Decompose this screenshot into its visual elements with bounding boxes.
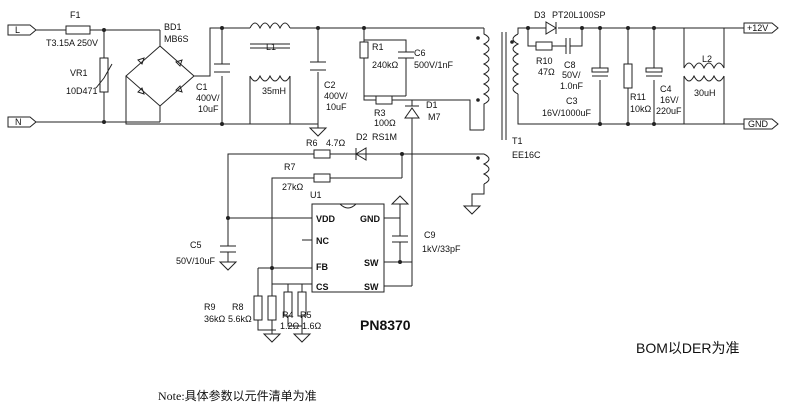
resistor-r3-value: 100Ω (374, 118, 396, 128)
resistor-r10-value: 47Ω (538, 67, 555, 77)
ic-u1-ref: U1 (310, 190, 322, 200)
terminal-out-pos-label: +12V (747, 23, 768, 33)
cs-resistors-r4-r5: R4 1.2Ω R5 1.6Ω (280, 283, 322, 343)
capacitor-c2-value1: 400V/ (324, 91, 348, 101)
inductor-l1-ref: L1 (266, 42, 276, 52)
terminal-out-pos: +12V (743, 22, 779, 34)
ic-pin-fb: FB (316, 262, 328, 272)
diode-d1-ref: D1 (426, 100, 438, 110)
resistor-r6-ref: R6 (306, 138, 318, 148)
capacitor-c2: C2 400V/ 10uF (308, 26, 348, 137)
bridge-bd1: BD1 MB6S (125, 22, 222, 125)
fuse-f1-value: T3.15A 250V (46, 38, 98, 48)
capacitor-c4-value1: 16V/ (660, 95, 679, 105)
diode-d2-value: RS1M (372, 132, 397, 142)
fuse-f1-ref: F1 (70, 10, 81, 20)
footer-note: Note:具体参数以元件清单为准 (158, 388, 317, 403)
inductor-l2-ref: L2 (702, 54, 712, 64)
ic-pin-vdd: VDD (316, 214, 336, 224)
ic-pin-cs: CS (316, 282, 329, 292)
resistor-r11-ref: R11 (630, 92, 646, 102)
varistor-vr1-value: 10D471 (66, 86, 98, 96)
snubber-r1-c6: R1 240kΩ C6 500V/1nF (359, 26, 454, 97)
fb-divider-r8-r9: R9 36kΩ R8 5.6kΩ (204, 267, 282, 343)
capacitor-c2-ref: C2 (324, 80, 336, 90)
capacitor-c4-value2: 220uF (656, 106, 682, 116)
resistor-r11: R11 10kΩ (623, 26, 652, 126)
varistor-vr1-ref: VR1 (70, 68, 88, 78)
varistor-vr1: VR1 10D471 (66, 28, 113, 124)
terminal-line-label: L (15, 25, 20, 35)
terminal-out-gnd-label: GND (748, 119, 769, 129)
capacitor-c2-value2: 10uF (326, 102, 347, 112)
bridge-bd1-ref: BD1 (164, 22, 182, 32)
resistor-r4-ref: R4 (282, 310, 294, 320)
capacitor-c3: C3 16V/1000uF (542, 26, 609, 126)
resistor-r5-value: 1.6Ω (302, 321, 322, 331)
inductor-l1: L1 35mH (249, 22, 291, 124)
capacitor-c8-value2: 1.0nF (560, 81, 584, 91)
terminal-neutral-label: N (15, 117, 22, 127)
snubber-r10-c8: R10 47Ω C8 50V/ 1.0nF (526, 26, 584, 91)
resistor-r9-value: 36kΩ (204, 314, 226, 324)
resistor-r3-ref: R3 (374, 108, 386, 118)
resistor-r7-value: 27kΩ (282, 182, 304, 192)
terminal-out-gnd: GND (743, 118, 779, 130)
capacitor-c5-ref: C5 (190, 240, 202, 250)
diode-d1-value: M7 (428, 112, 441, 122)
capacitor-c9-value: 1kV/33pF (422, 244, 461, 254)
terminal-line: L (7, 24, 37, 36)
capacitor-c3-value: 16V/1000uF (542, 108, 592, 118)
capacitor-c4-ref: C4 (660, 84, 672, 94)
transformer-t1: T1 EE16C (462, 28, 541, 215)
resistor-r4-value: 1.2Ω (280, 321, 300, 331)
ic-u1: U1 VDD NC FB CS GND SW SW PN8370 (310, 190, 411, 333)
resistor-r1-value: 240kΩ (372, 60, 399, 70)
resistor-r9-ref: R9 (204, 302, 216, 312)
capacitor-c3-ref: C3 (566, 96, 578, 106)
ic-pin-nc: NC (316, 236, 329, 246)
capacitor-c9-ref: C9 (424, 230, 436, 240)
resistor-r8-ref: R8 (232, 302, 244, 312)
capacitor-c5-value: 50V/10uF (176, 256, 216, 266)
ic-pin-gnd: GND (360, 214, 381, 224)
clamp-r3-d1: R3 100Ω D1 M7 (363, 95, 484, 250)
capacitor-c9: C9 1kV/33pF (392, 218, 461, 264)
bridge-bd1-value: MB6S (164, 34, 189, 44)
aux-feed: R6 4.7Ω D2 RS1M R7 27kΩ (227, 132, 472, 268)
resistor-r7-ref: R7 (284, 162, 296, 172)
diode-d2-ref: D2 (356, 132, 368, 142)
resistor-r8-value: 5.6kΩ (228, 314, 252, 324)
capacitor-c1-ref: C1 (196, 82, 208, 92)
capacitor-c1-value1: 400V/ (196, 93, 220, 103)
capacitor-c5: C5 50V/10uF (176, 240, 238, 271)
transformer-t1-ref: T1 (512, 136, 523, 146)
capacitor-c1: C1 400V/ 10uF (196, 26, 230, 126)
capacitor-c4: C4 16V/ 220uF (645, 26, 682, 126)
diode-d3: D3 PT20L100SP (534, 10, 606, 35)
ic-pin-sw1: SW (364, 258, 379, 268)
inductor-l2: L2 30uH (683, 28, 725, 124)
diode-d3-value: PT20L100SP (552, 10, 606, 20)
bom-note: BOM以DER为准 (636, 340, 739, 356)
diode-d3-ref: D3 (534, 10, 546, 20)
capacitor-c8-value1: 50V/ (562, 70, 581, 80)
capacitor-c1-value2: 10uF (198, 104, 219, 114)
resistor-r11-value: 10kΩ (630, 104, 652, 114)
fuse-f1: F1 T3.15A 250V (46, 10, 98, 48)
inductor-l1-value: 35mH (262, 86, 286, 96)
capacitor-c8-ref: C8 (564, 60, 576, 70)
terminal-neutral: N (7, 116, 37, 128)
resistor-r1-ref: R1 (372, 42, 384, 52)
ic-pin-sw2: SW (364, 282, 379, 292)
transformer-t1-value: EE16C (512, 150, 541, 160)
ic-u1-part: PN8370 (360, 317, 411, 333)
inductor-l2-value: 30uH (694, 88, 716, 98)
resistor-r5-ref: R5 (300, 310, 312, 320)
capacitor-c6-value: 500V/1nF (414, 60, 454, 70)
resistor-r6-value: 4.7Ω (326, 138, 346, 148)
capacitor-c6-ref: C6 (414, 48, 426, 58)
resistor-r10-ref: R10 (536, 56, 553, 66)
